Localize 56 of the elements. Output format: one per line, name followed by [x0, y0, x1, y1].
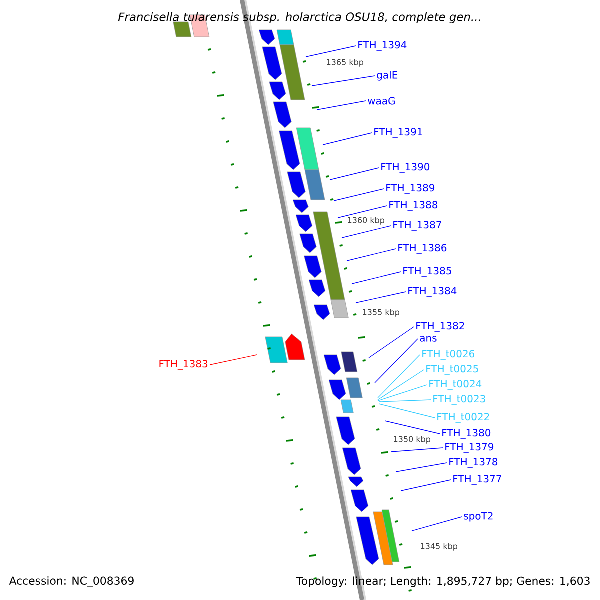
gene-label: FTH_1384 — [408, 287, 457, 297]
gene-label: FTH_1382 — [416, 322, 464, 332]
leader-line — [334, 188, 384, 202]
scale-label: 1365 kbp — [327, 59, 364, 67]
leader-line — [412, 516, 462, 532]
gene-label: FTH_t0022 — [438, 413, 490, 423]
leader-line — [378, 370, 424, 400]
leader-line — [306, 46, 356, 58]
leader-line — [396, 462, 448, 472]
leader-line — [378, 400, 432, 402]
leader-line — [390, 448, 444, 452]
gene-label: FTH_1388 — [390, 201, 438, 211]
gene-label: FTH_1387 — [394, 221, 442, 231]
leader-line — [378, 384, 428, 402]
gene-label: FTH_t0025 — [426, 365, 478, 375]
gene-label: FTH_1389 — [386, 184, 435, 194]
gene-label: FTH_1378 — [450, 458, 498, 468]
gene-label: FTH_t0024 — [430, 380, 482, 390]
leader-line — [342, 226, 392, 238]
leader-line — [384, 420, 440, 434]
scale-label: 1345 kbp — [421, 543, 458, 551]
leader-line — [210, 354, 258, 366]
leader-line — [352, 272, 402, 284]
gene-label: FTH_1390 — [382, 163, 430, 173]
leader-line — [312, 76, 376, 86]
gene-label: FTH_1394 — [358, 41, 407, 51]
gene-label: FTH_1386 — [398, 244, 447, 254]
gene-label: FTH_t0026 — [422, 350, 475, 360]
leader-line — [322, 132, 372, 146]
leader-line — [338, 206, 388, 218]
gene-label: spoT2 — [464, 512, 493, 522]
leader-line — [330, 168, 380, 180]
gene-label: FTH_1379 — [446, 443, 494, 453]
leader-line — [374, 338, 418, 384]
gene-label: FTH_1391 — [374, 128, 422, 138]
footer-text: Topology: linear; Length: 1,895,727 bp; Genes: 1,603 — [296, 576, 590, 588]
gene-label: FTH_1377 — [454, 475, 502, 485]
leader-line — [378, 404, 436, 418]
leader-line — [356, 292, 406, 304]
gene-label: FTH_1383 — [160, 360, 208, 370]
gene-label: FTH_1385 — [404, 267, 452, 277]
gene-label: FTH_t0023 — [434, 395, 486, 405]
title: Francisella tularensis subsp. holarctica OSU18, complete gen... — [118, 12, 480, 24]
gene-label: waaG — [368, 97, 395, 105]
scale-label: 1360 kbp — [348, 217, 384, 225]
gene-label: galE — [377, 71, 398, 81]
leader-line — [400, 480, 452, 492]
scale-label: 1355 kbp — [363, 309, 400, 317]
gene-label: FTH_1380 — [442, 429, 491, 439]
scale-label: 1350 kbp — [394, 436, 431, 444]
leader-line — [378, 354, 420, 398]
leader-line — [346, 248, 396, 262]
footer-text: Accession: NC_008369 — [9, 576, 134, 588]
leader-line — [368, 326, 414, 358]
gene-label: ans — [420, 336, 437, 342]
leader-line — [316, 100, 366, 110]
